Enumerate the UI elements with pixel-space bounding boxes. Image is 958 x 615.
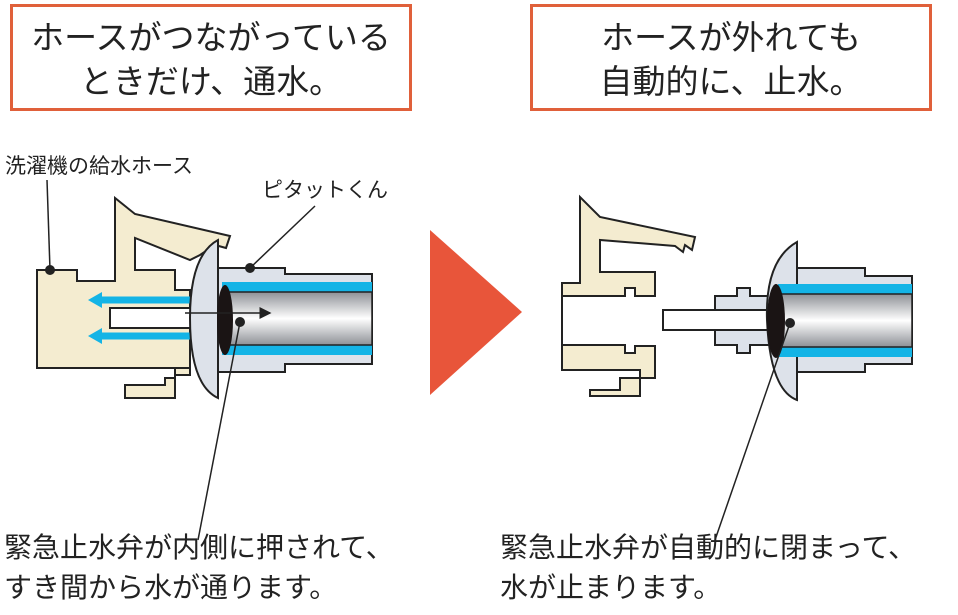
connected-diagram: [36, 179, 373, 541]
heading-disconnected: ホースが外れても 自動的に、止水。: [530, 4, 932, 111]
water-arrow-top-icon: [88, 292, 102, 308]
faucet-body: [561, 194, 697, 397]
caption-disconnected: 緊急止水弁が自動的に閉まって、 水が止まります。: [500, 528, 916, 608]
disconnected-diagram: [561, 194, 913, 541]
transition-arrow-icon: [430, 230, 522, 395]
hose-leader: [46, 179, 51, 271]
valve-leader: [714, 322, 791, 541]
caption-line: すき間から水が通ります。: [4, 571, 338, 604]
water-band-bottom: [778, 347, 912, 357]
hose-tube: [227, 291, 373, 346]
water-band-bottom: [222, 345, 372, 355]
pitatto-label: ピタットくん: [262, 178, 388, 202]
adapter-flange: [188, 238, 219, 400]
valve: [767, 284, 785, 358]
heading-connected: ホースがつながっている ときだけ、通水。: [10, 4, 412, 111]
heading-line: ときだけ、通水。: [79, 62, 343, 101]
caption-connected: 緊急止水弁が内側に押されて、 すき間から水が通ります。: [4, 528, 394, 608]
water-arrow-bottom-icon: [88, 328, 102, 344]
valve: [217, 285, 233, 355]
water-band-top: [778, 284, 912, 294]
pitatto-leader: [249, 205, 316, 269]
heading-line: ホースがつながっている: [31, 18, 391, 57]
caption-line: 緊急止水弁が自動的に閉まって、: [500, 531, 917, 564]
heading-line: 自動的に、止水。: [599, 62, 863, 101]
valve-leader: [197, 321, 241, 541]
caption-line: 緊急止水弁が内側に押されて、: [4, 531, 394, 564]
hose-label: 洗濯機の給水ホース: [5, 154, 193, 178]
pin: [662, 309, 774, 331]
caption-line: 水が止まります。: [500, 571, 722, 604]
hose-tube: [777, 293, 913, 348]
heading-line: ホースが外れても: [601, 18, 861, 57]
water-band-top: [222, 282, 372, 292]
